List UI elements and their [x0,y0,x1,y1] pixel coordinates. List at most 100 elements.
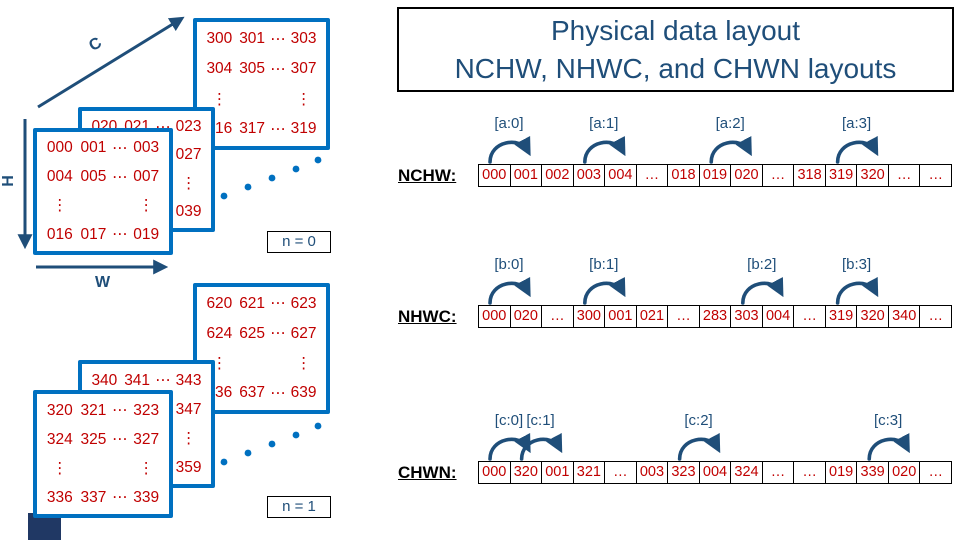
matrix-cell: 027 [175,146,202,164]
memory-cell: 283 [698,305,732,328]
stride-arrows [488,276,879,305]
stride-arrow [835,276,879,305]
matrix-cell [77,454,111,483]
memory-cell: 021 [635,305,669,328]
matrix-cell: ⋯ [112,139,128,157]
memory-cell: 020 [887,461,921,484]
memory-cell: 300 [572,305,606,328]
stride-arrow [488,135,531,164]
matrix-cell: 325 [80,430,107,448]
axes-layer [17,16,322,466]
memory-cell: 319 [824,305,858,328]
matrix-cell: 007 [133,168,160,186]
memory-row-label: NHWC: [398,307,457,326]
matrix-cell: ⋯ [112,168,128,186]
matrix-cell: 639 [290,384,317,402]
stride-arrows [488,135,879,164]
stride-arrow-label: [c:1] [526,412,555,429]
stride-arrow-label: [c:3] [873,412,903,429]
stride-arrow-label: [c:2] [684,412,713,429]
matrix-cell: ⋮ [211,354,228,372]
memory-cell: 000 [478,164,511,187]
matrix-cell: 004 [46,168,73,186]
memory-cell: 303 [730,305,763,328]
stride-arrow [583,276,626,305]
memory-cell: 323 [667,461,700,484]
continuation-dots-bottom [220,422,322,466]
matrix-cell: 620 [206,294,233,312]
matrix-cell: ⋯ [270,30,286,48]
matrix-cell: 017 [80,225,107,243]
stride-arrow-label: [a:2] [715,115,745,132]
continuation-dots-top [220,156,322,200]
memory-cell: 020 [730,164,763,187]
memory-cell: 320 [856,305,889,328]
matrix-cell: ⋮ [52,197,68,215]
matrix-cell: ⋯ [112,402,128,419]
matrix-cell: ⋯ [112,489,128,506]
matrix-cell: ⋯ [270,325,286,343]
matrix-cell: ⋯ [270,120,286,138]
matrix-cell: ⋮ [211,90,228,108]
matrix-cell: 340 [91,371,118,389]
matrix-cell: 001 [80,139,107,157]
matrix-cell: 337 [80,488,107,506]
stride-arrow-label: [a:0] [494,115,524,132]
stride-arrow [835,135,879,164]
memory-cell: 340 [887,305,921,328]
matrix-cell: 321 [80,401,107,419]
title-line-2: NCHW, NHWC, and CHWN layouts [454,52,897,84]
matrix-cell [236,84,269,114]
matrix-cell: 305 [239,60,266,77]
matrix-cell [269,84,288,114]
matrix-cell: 317 [239,120,266,137]
matrix-cell: 347 [175,400,202,418]
matrix-cell: 339 [133,488,160,506]
matrix-cell: ⋮ [180,430,197,447]
matrix-cell [110,192,129,221]
matrix-cell: 005 [80,168,107,186]
batch-label-n1: n = 1 [267,496,331,518]
matrix-cell: ⋮ [138,460,154,477]
memory-row-label: NCHW: [398,166,457,185]
matrix-cell: 039 [175,202,202,220]
matrix-cell [110,454,129,483]
stride-arrow-label: [c:0] [494,412,524,429]
w-axis-label: W [95,274,111,291]
matrix-cell: ⋯ [155,372,171,389]
stride-arrow-label: [b:2] [747,256,777,273]
title-box: Physical data layout NCHW, NHWC, and CHW… [397,7,954,92]
stride-arrow [677,432,721,461]
memory-row-label: CHWN: [398,463,457,482]
memory-cell: 002 [541,164,574,187]
matrix-cell: 304 [206,60,233,77]
memory-cell: … [604,461,637,484]
matrix-cell: 023 [175,118,202,136]
memory-cell: … [667,305,700,328]
matrix-cell: 336 [46,488,73,506]
memory-cell: … [793,305,826,328]
stride-arrow-label: [a:1] [589,115,619,132]
matrix-cell: ⋮ [295,354,312,372]
stride-arrow-label: [b:3] [841,256,872,273]
memory-cell: 001 [509,164,543,187]
matrix-cell: ⋯ [270,384,286,402]
memory-cell: 318 [793,164,826,187]
matrix-cell [236,349,269,379]
matrix-cell: 016 [46,225,73,243]
matrix-cell: 307 [290,60,317,77]
memory-cell: 019 [824,461,858,484]
stride-arrow-label: [a:3] [841,115,872,132]
memory-cell: 004 [698,461,732,484]
c-axis-arrow [37,16,185,109]
matrix-cell: ⋯ [112,226,128,244]
stride-arrow-label: [b:1] [589,256,619,273]
memory-cell: … [887,164,921,187]
h-axis-label: H [0,175,17,187]
stride-arrow [519,432,563,461]
matrix-cell: 300 [206,30,233,47]
